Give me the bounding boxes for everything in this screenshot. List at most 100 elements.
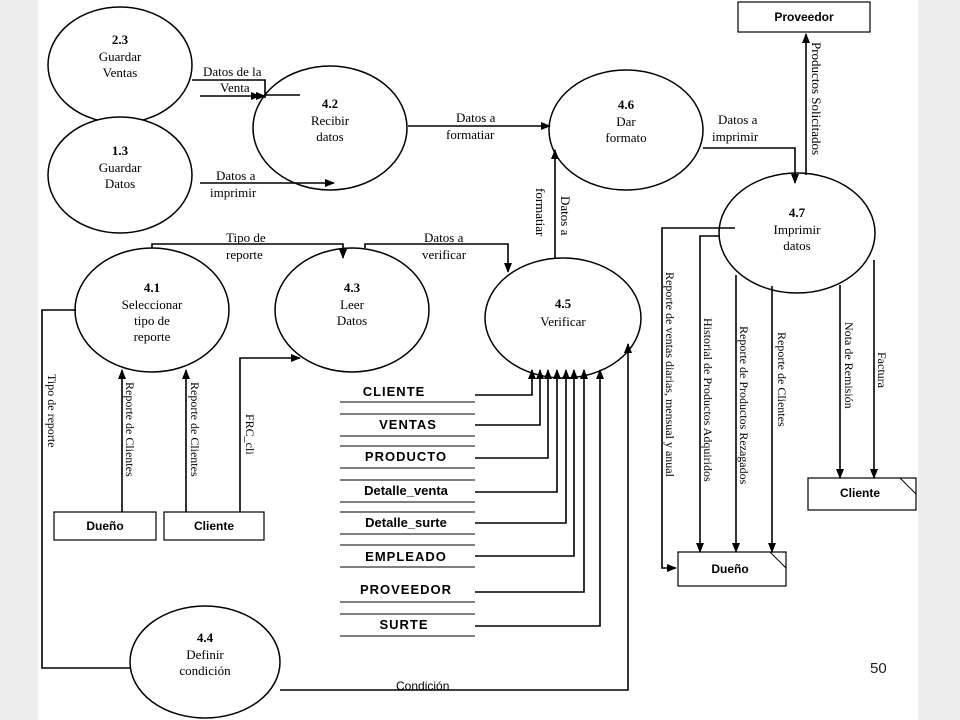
flow-tipo-reporte-left[interactable] [41, 309, 130, 669]
process-4-6[interactable]: 4.6 Dar formato [548, 69, 704, 191]
store-ventas[interactable]: VENTAS [340, 413, 475, 437]
process-4-7-line2: datos [783, 238, 810, 253]
process-4-3[interactable]: 4.3 Leer Datos [274, 247, 430, 373]
external-proveedor[interactable]: Proveedor [737, 1, 871, 33]
flow-tipo-reporte-top[interactable] [151, 243, 347, 259]
label-factura: Factura [875, 352, 889, 389]
label-datos-verificar-1: Datos a [424, 230, 464, 245]
store-proveedor[interactable]: PROVEEDOR [340, 582, 475, 603]
label-datos-formatiar-v-2: formatiar [533, 188, 548, 237]
label-tipo-reporte-top-2: reporte [226, 247, 263, 262]
process-2-3-line1: Guardar [99, 49, 142, 64]
process-2-3[interactable]: 2.3 Guardar Ventas [47, 6, 193, 124]
label-datos-formatiar-a-2: formatiar [446, 127, 495, 142]
flow-reporte-ventas[interactable] [661, 227, 735, 572]
store-producto[interactable]: PRODUCTO [340, 445, 475, 469]
label-nota-remision: Nota de Remisión [842, 322, 856, 409]
process-2-3-line2: Ventas [103, 65, 138, 80]
external-proveedor-label: Proveedor [774, 10, 834, 24]
process-4-2-line1: Recibir [311, 113, 350, 128]
label-datos-venta-2: Venta [220, 80, 250, 95]
flow-datos-imprimir-b[interactable] [703, 147, 799, 184]
process-4-6-line1: Dar [616, 114, 636, 129]
external-cliente-right-label: Cliente [840, 486, 880, 500]
external-dueno-bottom[interactable]: Dueño [677, 551, 787, 587]
process-4-5-id: 4.5 [555, 296, 572, 311]
label-rezagados: Reporte de Productos Rezagados [737, 326, 751, 485]
process-4-1[interactable]: 4.1 Seleccionar tipo de reporte [74, 247, 230, 373]
label-reporte-clientes-b: Reporte de Clientes [188, 382, 202, 477]
flow-datos-venta[interactable] [192, 79, 300, 98]
process-4-4-line1: Definir [186, 647, 224, 662]
flow-store-surte[interactable] [475, 369, 604, 627]
label-condicion: Condición [396, 679, 449, 693]
store-surte[interactable]: SURTE [340, 613, 475, 637]
store-ventas-label: VENTAS [379, 417, 437, 432]
store-detalle-venta-label: Detalle_venta [364, 483, 449, 498]
page-number: 50 [870, 660, 887, 677]
store-detalle-surte-label: Detalle_surte [365, 515, 447, 530]
process-4-2-line2: datos [316, 129, 343, 144]
external-cliente-right[interactable]: Cliente [807, 477, 917, 511]
label-datos-verificar-2: verificar [422, 247, 467, 262]
process-1-3-line1: Guardar [99, 160, 142, 175]
process-4-1-line2: tipo de [134, 313, 170, 328]
label-datos-formatiar-a-1: Datos a [456, 110, 496, 125]
process-4-7-id: 4.7 [789, 205, 806, 220]
flow-store-producto[interactable] [475, 369, 552, 459]
external-dueno-left[interactable]: Dueño [53, 511, 157, 541]
process-4-4-id: 4.4 [197, 630, 214, 645]
label-datos-imprimir-b-2: imprimir [712, 129, 759, 144]
label-reporte-clientes-r: Reporte de Clientes [775, 332, 789, 427]
flow-historial[interactable] [696, 235, 720, 553]
label-tipo-reporte-top-1: Tipo de [226, 230, 266, 245]
process-4-2-id: 4.2 [322, 96, 338, 111]
label-frc-cli: FRC_cli [243, 414, 257, 455]
process-4-2[interactable]: 4.2 Recibir datos [252, 65, 408, 191]
store-cliente-label: CLIENTE [363, 384, 426, 399]
label-datos-imprimir-a-2: imprimir [210, 185, 257, 200]
label-datos-venta-1: Datos de la [203, 64, 262, 79]
process-4-1-line3: reporte [134, 329, 171, 344]
left-margin-band [0, 0, 38, 720]
flow-frc-cli[interactable] [239, 354, 301, 512]
process-4-4-line2: condición [179, 663, 231, 678]
label-historial: Historial de Productos Adquiridos [701, 318, 715, 482]
process-4-5-line1: Verificar [540, 314, 586, 329]
external-dueno-bottom-label: Dueño [711, 562, 748, 576]
flow-store-cliente[interactable] [475, 369, 536, 396]
flow-condicion[interactable] [280, 343, 632, 691]
flow-datos-verificar[interactable] [364, 243, 512, 273]
process-4-7[interactable]: 4.7 Imprimir datos [718, 172, 876, 294]
store-detalle-surte[interactable]: Detalle_surte [340, 511, 475, 535]
right-margin-band [918, 0, 960, 720]
label-datos-formatiar-v-1: Datos a [558, 196, 573, 236]
label-productos-solicitados: Productos Solicitados [809, 42, 824, 155]
process-1-3[interactable]: 1.3 Guardar Datos [47, 116, 193, 234]
process-4-4[interactable]: 4.4 Definir condición [129, 605, 281, 719]
flow-store-detalle-surte[interactable] [475, 369, 570, 524]
flow-store-proveedor[interactable] [475, 369, 588, 593]
store-detalle-venta[interactable]: Detalle_venta [340, 479, 475, 503]
label-datos-imprimir-a-1: Datos a [216, 168, 256, 183]
store-empleado-label: EMPLEADO [365, 549, 447, 564]
process-1-3-line2: Datos [105, 176, 135, 191]
process-4-6-id: 4.6 [618, 97, 635, 112]
store-empleado[interactable]: EMPLEADO [340, 544, 475, 568]
process-4-3-line2: Datos [337, 313, 367, 328]
flow-store-ventas[interactable] [475, 369, 544, 426]
store-surte-label: SURTE [379, 617, 428, 632]
label-reporte-ventas: Reporte de ventas diarias, mensual y anu… [663, 272, 677, 478]
process-2-3-id: 2.3 [112, 32, 129, 47]
process-4-6-line2: formato [605, 130, 646, 145]
label-tipo-reporte-left: Tipo de reporte [45, 374, 59, 448]
process-4-5[interactable]: 4.5 Verificar [484, 257, 642, 379]
external-cliente-left[interactable]: Cliente [163, 511, 265, 541]
flow-store-empleado[interactable] [475, 369, 578, 557]
process-4-3-id: 4.3 [344, 280, 361, 295]
process-4-7-line1: Imprimir [774, 222, 822, 237]
store-producto-label: PRODUCTO [365, 449, 447, 464]
store-cliente[interactable]: CLIENTE [340, 384, 475, 403]
flow-store-detalle-venta[interactable] [475, 369, 561, 493]
